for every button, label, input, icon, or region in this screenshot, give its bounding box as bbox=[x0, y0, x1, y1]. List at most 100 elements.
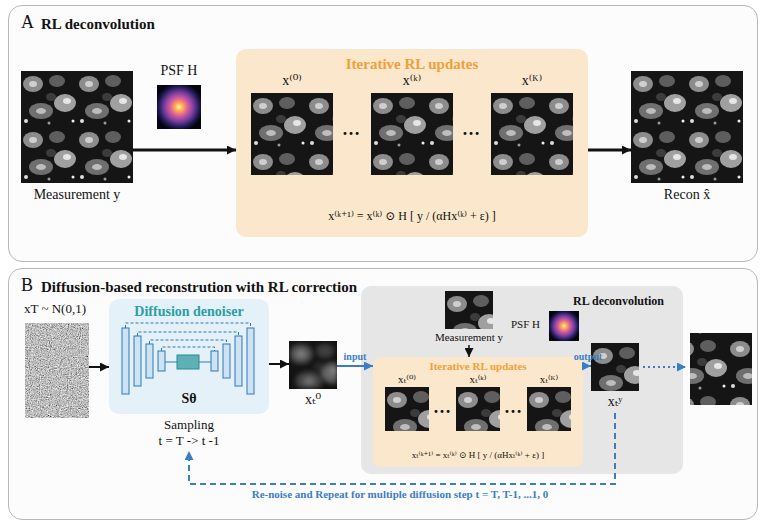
unet-layer bbox=[134, 336, 141, 386]
image-picture bbox=[549, 311, 579, 341]
image-tile: xₜ⁽ᵏ⁾ bbox=[456, 373, 500, 433]
node-title: xT ~ N(0,1) bbox=[15, 301, 95, 317]
psf-glow bbox=[157, 85, 201, 129]
node-title: x⁽ᵏ⁾ bbox=[371, 73, 453, 90]
unet-link bbox=[165, 362, 211, 363]
unet-layer bbox=[247, 328, 254, 394]
node-title: x⁽⁰⁾ bbox=[251, 73, 333, 90]
noise-image: xT ~ N(0,1) bbox=[15, 301, 95, 418]
flow-arrow bbox=[468, 345, 470, 357]
node-title: xₜ⁽ᴷ⁾ bbox=[523, 373, 575, 386]
image-tile: xₜ⁽ᴷ⁾ bbox=[527, 373, 571, 433]
node-text: t = T -> t -1 bbox=[109, 433, 269, 449]
psf-glow bbox=[549, 311, 579, 341]
node-title: PSF H bbox=[511, 318, 549, 331]
panel: ARL deconvolutionMeasurement y PSF H Itera… bbox=[8, 5, 758, 262]
noise-texture bbox=[25, 323, 89, 418]
image-picture bbox=[25, 323, 89, 418]
skip-connection bbox=[126, 323, 251, 328]
node-text: Sampling bbox=[109, 417, 269, 433]
psf-image: PSF H bbox=[511, 309, 583, 345]
image-tile: xₜ⁽⁰⁾ bbox=[385, 373, 429, 433]
image-picture bbox=[591, 343, 639, 391]
image-picture bbox=[21, 71, 133, 183]
cell-image bbox=[21, 71, 133, 183]
node-text: xₜ⁽ᵏ⁺¹⁾ = xₜ⁽ᵏ⁾ ⊙ H [ y / (αHxₜ⁽ᵏ⁾ + ε) … bbox=[373, 450, 583, 461]
cell-image bbox=[371, 93, 453, 175]
feedback-arrow bbox=[189, 413, 615, 484]
image-picture bbox=[157, 85, 201, 129]
skip-connection bbox=[138, 332, 239, 336]
skip-connection bbox=[162, 347, 215, 351]
dotted-arrow bbox=[643, 366, 686, 368]
node-title: xₜʸ bbox=[589, 394, 641, 411]
node-text: x⁽ᵏ⁺¹⁾ = x⁽ᵏ⁾ ⊙ H [ y / (αHx⁽ᵏ⁾ + ε) ] bbox=[236, 209, 588, 223]
node-text: RL deconvolution bbox=[41, 15, 541, 33]
node-title: Measurement y bbox=[429, 331, 509, 344]
unet-layer bbox=[223, 344, 230, 378]
image-picture bbox=[289, 341, 337, 389]
cell-image bbox=[456, 387, 500, 431]
cell-image bbox=[631, 71, 743, 183]
image-tile: x⁽ᵏ⁾ bbox=[371, 73, 453, 175]
group-box: RL deconvolutionMeasurement yPSF H Iterat… bbox=[361, 286, 683, 474]
image-picture bbox=[456, 387, 500, 431]
image-picture bbox=[371, 93, 453, 175]
unet-symbol bbox=[122, 323, 254, 394]
image-tile: Measurement y bbox=[429, 291, 509, 345]
process-box: Iterative RL updates xₜ⁽ᵏ⁺¹⁾ = xₜ⁽ᵏ⁾ ⊙ H … bbox=[373, 357, 583, 467]
image-tile: x⁽ᴷ⁾ bbox=[491, 73, 573, 175]
image-tile: xₜ⁰ bbox=[287, 341, 339, 411]
flow-arrow bbox=[133, 149, 236, 152]
image-picture bbox=[445, 291, 493, 329]
image-picture bbox=[251, 93, 333, 175]
node-title: A bbox=[21, 12, 39, 34]
cell-image bbox=[251, 93, 333, 175]
node-title: B bbox=[21, 275, 39, 297]
image-picture bbox=[631, 71, 743, 183]
flow-arrow bbox=[89, 366, 109, 368]
node-title: Recon x̂ bbox=[621, 187, 753, 204]
cell-image bbox=[385, 387, 429, 431]
image-picture bbox=[491, 93, 573, 175]
flow-arrow bbox=[269, 363, 289, 365]
unet-layer bbox=[235, 336, 242, 386]
node-title: RL deconvolution bbox=[573, 294, 681, 308]
recon-image bbox=[690, 333, 752, 405]
model-box: Diffusion denoiserSθSamplingt = T -> t -… bbox=[109, 299, 269, 451]
node-title: Iterative RL updates bbox=[236, 55, 588, 73]
image-picture bbox=[385, 387, 429, 431]
node-title: x⁽ᴷ⁾ bbox=[491, 73, 573, 90]
node-title: Measurement y bbox=[11, 187, 143, 204]
node-text: Sθ bbox=[169, 391, 209, 408]
cell-image bbox=[591, 343, 639, 391]
node-title: Diffusion denoiser bbox=[109, 304, 269, 321]
node-title: xₜ⁰ bbox=[287, 392, 339, 409]
cell-image bbox=[491, 93, 573, 175]
unet-layer bbox=[122, 328, 129, 394]
image-tile: xₜʸ bbox=[589, 343, 641, 413]
node-title: Iterative RL updates bbox=[373, 360, 583, 373]
unet-layer bbox=[146, 344, 153, 378]
unet-layer bbox=[158, 351, 165, 371]
image-background bbox=[289, 341, 337, 389]
image-tile: Recon x̂ bbox=[631, 71, 743, 206]
image-picture bbox=[527, 387, 571, 431]
node-title: xₜ⁽⁰⁾ bbox=[381, 373, 433, 386]
image-tile: Measurement y bbox=[21, 71, 133, 206]
unet-layer bbox=[211, 351, 218, 371]
node-title: PSF H bbox=[149, 63, 209, 80]
cell-image bbox=[445, 291, 493, 329]
process-box: Iterative RL updates x⁽ᵏ⁺¹⁾ = x⁽ᵏ⁾ ⊙ H [ … bbox=[236, 49, 588, 237]
blurred-image bbox=[289, 341, 337, 389]
node-title: xₜ⁽ᵏ⁾ bbox=[452, 373, 504, 386]
psf-image: PSF H bbox=[149, 63, 209, 133]
skip-connection bbox=[150, 340, 227, 344]
flow-arrow bbox=[583, 365, 591, 367]
image-tile: x⁽⁰⁾ bbox=[251, 73, 333, 175]
flow-arrow bbox=[588, 149, 631, 152]
cell-image bbox=[527, 387, 571, 431]
unet-bottleneck bbox=[177, 355, 199, 369]
panel: BDiffusion-based reconstrution with RL c… bbox=[8, 268, 758, 520]
flow-arrow bbox=[337, 365, 373, 367]
